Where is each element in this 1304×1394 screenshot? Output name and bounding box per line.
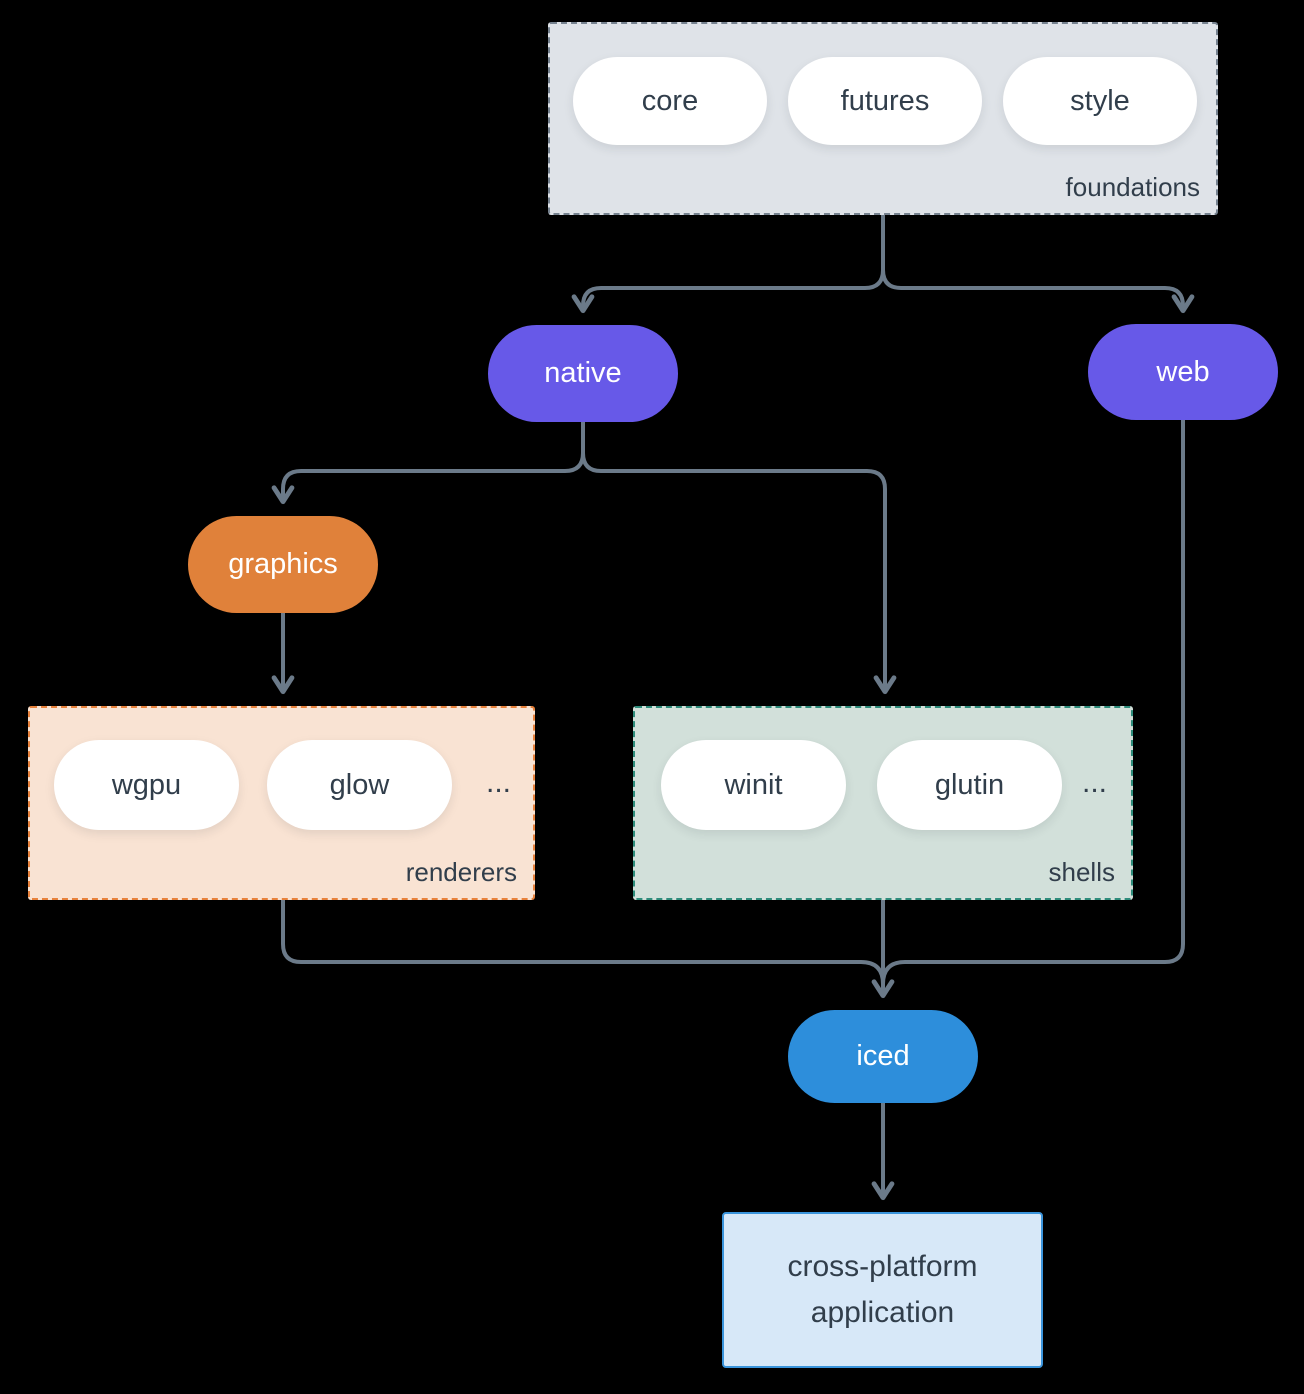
edge-foundations-native bbox=[571, 213, 885, 314]
renderers-group: wgpu glow ... renderers bbox=[28, 706, 535, 900]
node-graphics-label: graphics bbox=[228, 548, 338, 580]
node-native-label: native bbox=[544, 357, 622, 389]
renderers-ellipsis: ... bbox=[485, 766, 511, 799]
node-iced-label: iced bbox=[856, 1040, 910, 1072]
shells-group-label: shells bbox=[1048, 857, 1115, 887]
edge-renderers-merge bbox=[281, 898, 885, 986]
pill-wgpu: wgpu bbox=[54, 740, 239, 830]
node-native: native bbox=[488, 325, 678, 422]
foundations-group: core futures style foundations bbox=[548, 22, 1218, 215]
cross-platform-app-box: cross-platform application bbox=[722, 1212, 1043, 1368]
pill-glow: glow bbox=[267, 740, 452, 830]
pill-winit-label: winit bbox=[724, 768, 783, 801]
edge-native-graphics bbox=[271, 420, 585, 505]
renderers-group-label: renderers bbox=[405, 857, 517, 887]
node-web-label: web bbox=[1156, 355, 1210, 388]
foundations-group-label: foundations bbox=[1065, 172, 1200, 202]
edge-native-shells bbox=[581, 420, 897, 695]
pill-style: style bbox=[1003, 57, 1197, 145]
pill-futures: futures bbox=[788, 57, 982, 145]
pill-wgpu-label: wgpu bbox=[111, 768, 182, 801]
pill-glutin: glutin bbox=[877, 740, 1062, 830]
pill-style-label: style bbox=[1070, 84, 1130, 117]
edge-foundations-web bbox=[881, 213, 1195, 314]
pill-glutin-label: glutin bbox=[934, 768, 1005, 801]
pill-glow-label: glow bbox=[329, 768, 390, 801]
pill-futures-label: futures bbox=[840, 84, 930, 117]
node-web: web bbox=[1088, 324, 1278, 420]
pill-winit: winit bbox=[661, 740, 846, 830]
node-iced: iced bbox=[788, 1010, 978, 1103]
shells-group: winit glutin ... shells bbox=[633, 706, 1133, 900]
shells-ellipsis: ... bbox=[1081, 766, 1107, 799]
cross-platform-app-label: cross-platform application bbox=[787, 1249, 978, 1330]
pill-core: core bbox=[573, 57, 767, 145]
node-graphics: graphics bbox=[188, 516, 378, 613]
pill-core-label: core bbox=[641, 84, 699, 117]
